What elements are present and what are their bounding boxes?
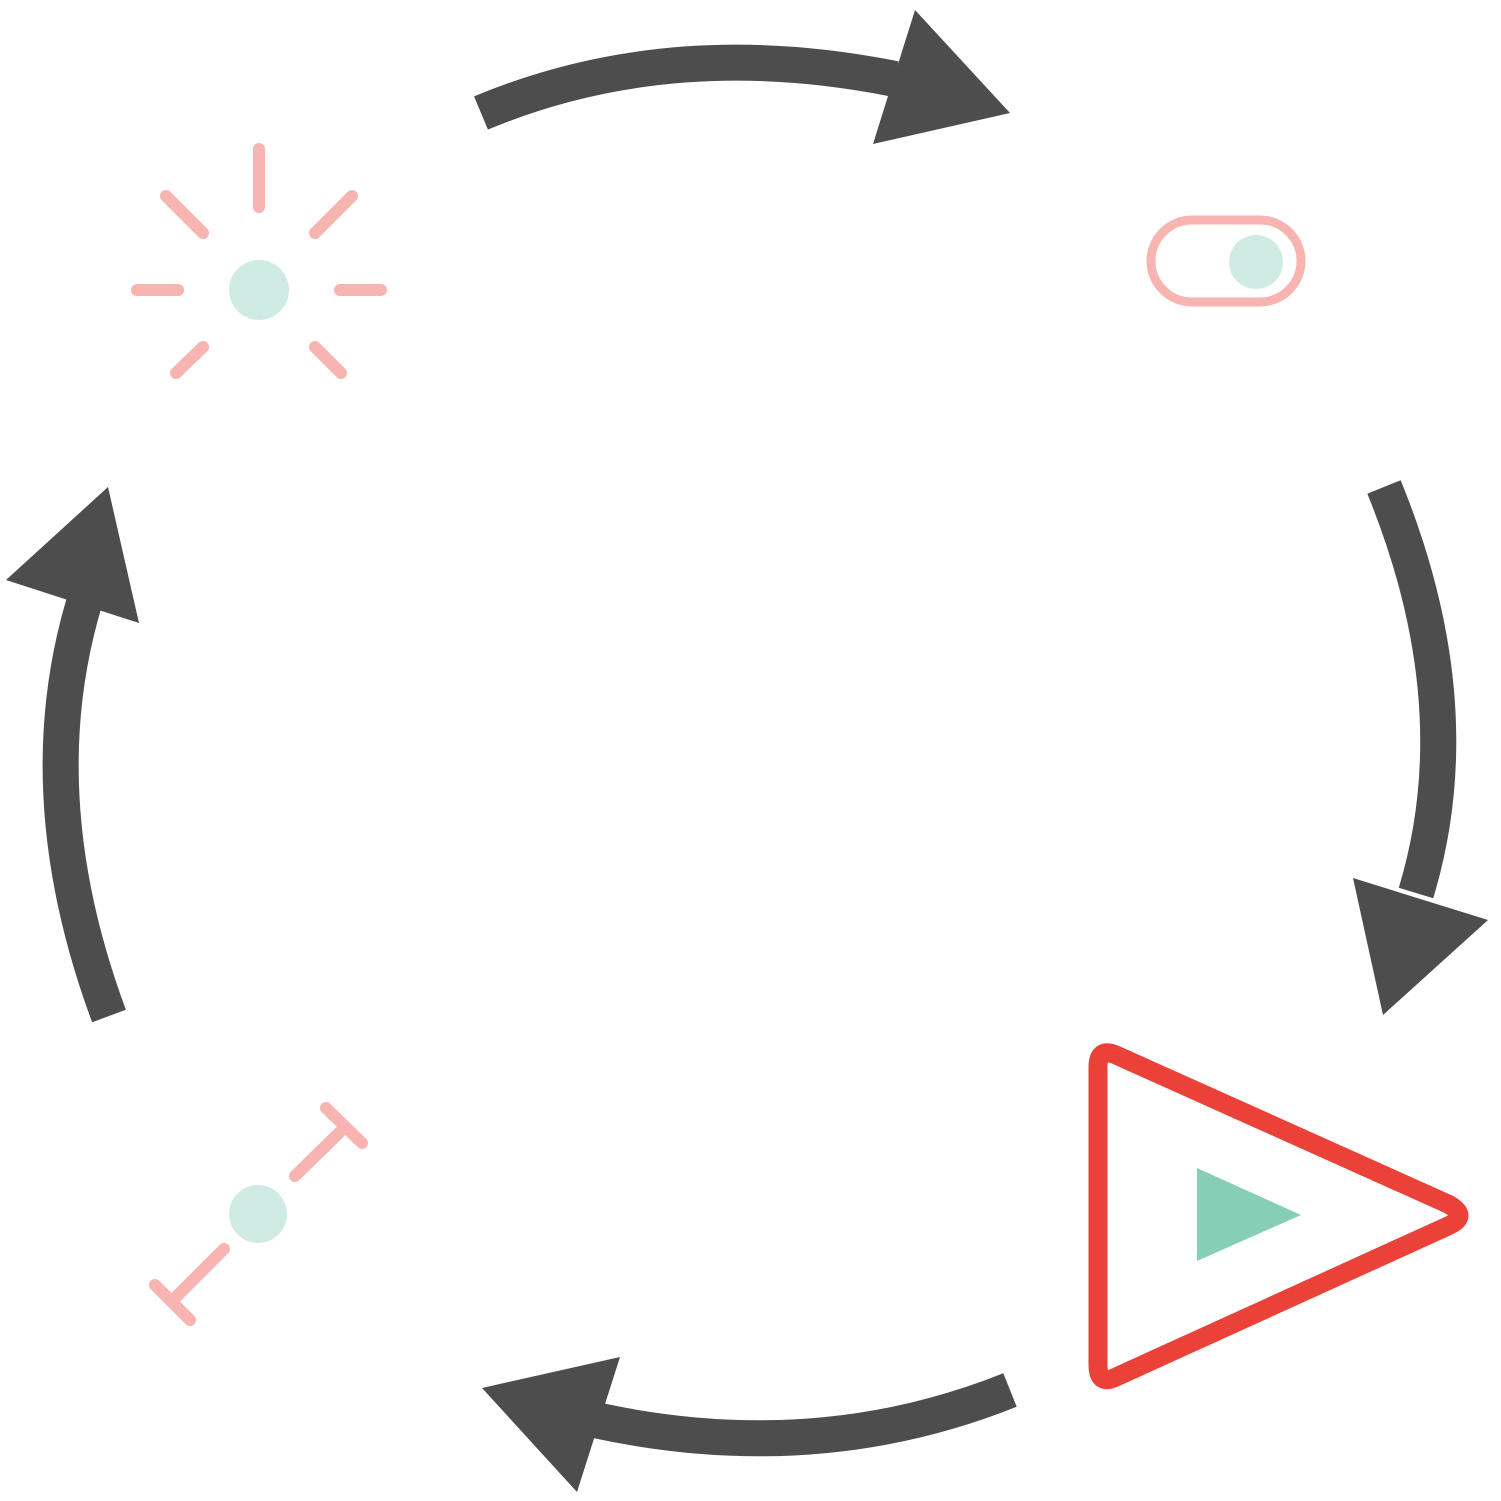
arrow-bottom-shaft: [591, 1373, 1017, 1457]
play-inner-triangle: [1197, 1168, 1301, 1261]
arrow-left: [6, 487, 139, 1023]
arrow-right: [1353, 480, 1488, 1015]
arrow-bottom: [482, 1357, 1017, 1492]
play-button-icon: [1088, 1043, 1469, 1390]
dimension-lines: [149, 1102, 368, 1326]
arrow-top-shaft: [474, 44, 899, 130]
sparkle-center-dot: [229, 260, 289, 320]
arrow-left-shaft: [42, 597, 126, 1023]
arrow-left-head: [6, 487, 139, 623]
arrow-top: [474, 10, 1010, 144]
arrow-bottom-head: [482, 1357, 620, 1492]
sparkle-dot-icon: [131, 143, 387, 379]
arrow-right-head: [1353, 878, 1488, 1015]
toggle-knob: [1229, 235, 1283, 289]
arrow-right-shaft: [1367, 480, 1457, 899]
arrow-top-head: [873, 10, 1010, 144]
toggle-track: [1146, 215, 1306, 307]
play-outline-triangle: [1088, 1043, 1469, 1390]
dimension-line-icon: [149, 1102, 368, 1326]
sparkle-rays: [131, 143, 387, 379]
toggle-switch-icon: [1146, 215, 1306, 307]
dimension-center-dot: [229, 1185, 287, 1243]
